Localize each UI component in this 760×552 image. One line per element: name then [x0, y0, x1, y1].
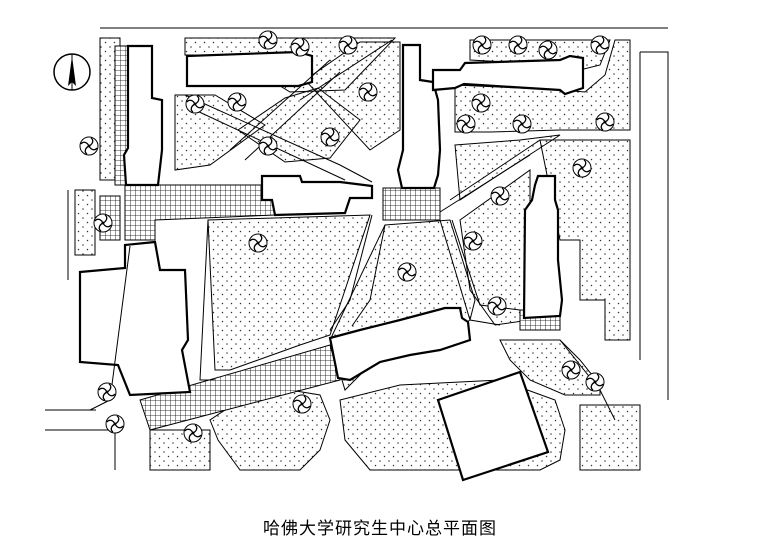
tree-icon [183, 423, 203, 443]
tree-icon [292, 394, 312, 414]
landscape-areas [74, 37, 641, 471]
site-plan [45, 27, 669, 482]
tree-icon [572, 158, 592, 178]
tree-icon [338, 35, 358, 55]
building-center-north [260, 174, 374, 217]
building-northeast-wing [431, 54, 585, 96]
tree-icon [490, 186, 510, 206]
tree-icon [456, 114, 476, 134]
building-south-bar [328, 306, 472, 382]
tree-icon [97, 382, 117, 402]
buildings [78, 43, 585, 482]
tree-icon [227, 92, 247, 112]
tree-icon [105, 414, 125, 434]
tree-icon [185, 94, 205, 114]
tree-icon [472, 35, 492, 55]
building-east-slab [522, 174, 564, 320]
tree-icon [508, 35, 528, 55]
tree-icon [290, 37, 310, 57]
building-north-wing [185, 50, 314, 88]
tree-icon [358, 82, 378, 102]
tree-icon [320, 127, 340, 147]
tree-icon [585, 372, 605, 392]
tree-icon [595, 112, 615, 132]
drawing-caption: 哈佛大学研究生中心总平面图 [263, 519, 497, 539]
paved-courts [99, 45, 561, 431]
north-arrow-icon [53, 53, 91, 91]
tree-icon [512, 114, 532, 134]
tree-icon [590, 35, 610, 55]
tree-icon [487, 296, 507, 316]
paths [89, 39, 616, 421]
street-edges [45, 27, 669, 470]
building-west-block [78, 240, 192, 397]
tree-icon [258, 136, 278, 156]
building-northwest-dorm [122, 44, 164, 187]
tree-icon [258, 30, 278, 50]
tree-icon [93, 213, 113, 233]
tree-icon [561, 360, 581, 380]
tree-icon [538, 40, 558, 60]
tree-icon [79, 136, 99, 156]
building-southeast-square [436, 370, 550, 482]
tree-icon [248, 233, 268, 253]
tree-icon [397, 262, 417, 282]
tree-icon [471, 93, 491, 113]
building-northeast-l [396, 43, 442, 190]
tree-icon [463, 231, 483, 251]
